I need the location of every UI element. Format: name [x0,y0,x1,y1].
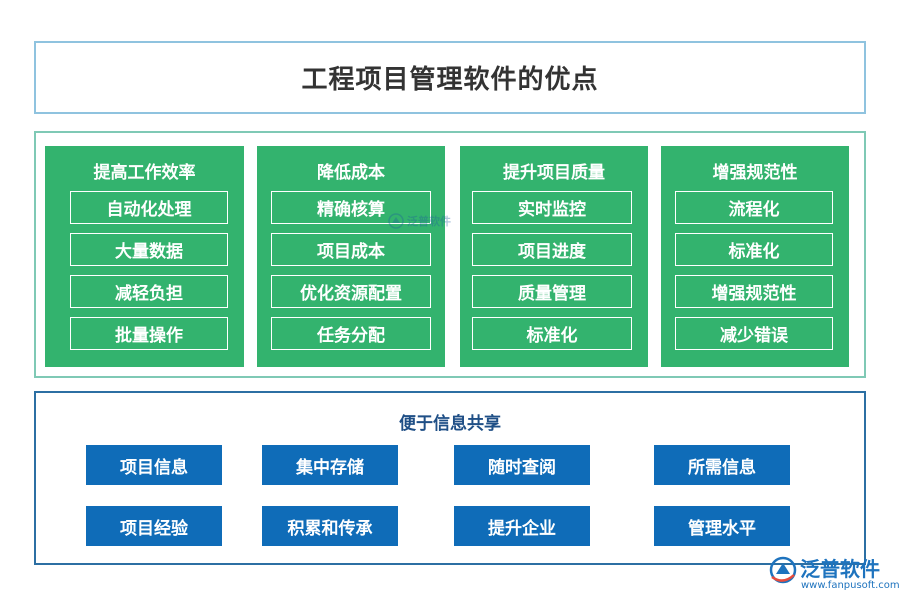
column-item: 增强规范性 [675,275,833,308]
sharing-box: 项目信息 [86,445,222,485]
sharing-box: 管理水平 [654,506,790,546]
sharing-box: 集中存储 [262,445,398,485]
column-heading: 降低成本 [317,163,385,183]
column-heading: 提高工作效率 [93,163,196,183]
sharing-box: 所需信息 [654,445,790,485]
brand-logo-icon [769,556,797,584]
column-item: 减少错误 [675,317,833,350]
title-box: 工程项目管理软件的优点 [34,41,866,114]
sharing-box: 积累和传承 [262,506,398,546]
sharing-heading: 便于信息共享 [399,414,501,434]
advantages-frame: 提高工作效率 自动化处理 大量数据 减轻负担 批量操作 降低成本 精确核算 项目… [34,131,866,378]
watermark-text: 泛普软件 [407,215,451,228]
sharing-box: 项目经验 [86,506,222,546]
column-item: 自动化处理 [70,191,228,224]
brand-url: www.fanpusoft.com [801,580,900,591]
column-item: 项目成本 [271,233,431,266]
watermark-logo-icon [388,213,404,229]
sharing-box: 提升企业 [454,506,590,546]
column-item: 项目进度 [472,233,632,266]
column-quality: 提升项目质量 实时监控 项目进度 质量管理 标准化 [460,146,648,367]
brand-logo: 泛普软件 www.fanpusoft.com [768,553,900,597]
sharing-frame: 便于信息共享 项目信息 集中存储 随时查阅 所需信息 项目经验 积累和传承 提升… [34,391,866,565]
page-title: 工程项目管理软件的优点 [301,65,599,95]
column-heading: 提升项目质量 [503,163,605,183]
column-item: 批量操作 [70,317,228,350]
column-item: 流程化 [675,191,833,224]
column-cost: 降低成本 精确核算 项目成本 优化资源配置 任务分配 [257,146,445,367]
column-item: 精确核算 [271,191,431,224]
brand-name: 泛普软件 [800,557,880,581]
column-item: 优化资源配置 [271,275,431,308]
column-item: 任务分配 [271,317,431,350]
column-item: 质量管理 [472,275,632,308]
sharing-box: 随时查阅 [454,445,590,485]
column-item: 大量数据 [70,233,228,266]
watermark: 泛普软件 [388,213,451,229]
column-item: 标准化 [472,317,632,350]
column-efficiency: 提高工作效率 自动化处理 大量数据 减轻负担 批量操作 [45,146,244,367]
column-item: 减轻负担 [70,275,228,308]
column-heading: 增强规范性 [712,163,798,183]
column-item: 实时监控 [472,191,632,224]
column-item: 标准化 [675,233,833,266]
column-standardization: 增强规范性 流程化 标准化 增强规范性 减少错误 [661,146,849,367]
